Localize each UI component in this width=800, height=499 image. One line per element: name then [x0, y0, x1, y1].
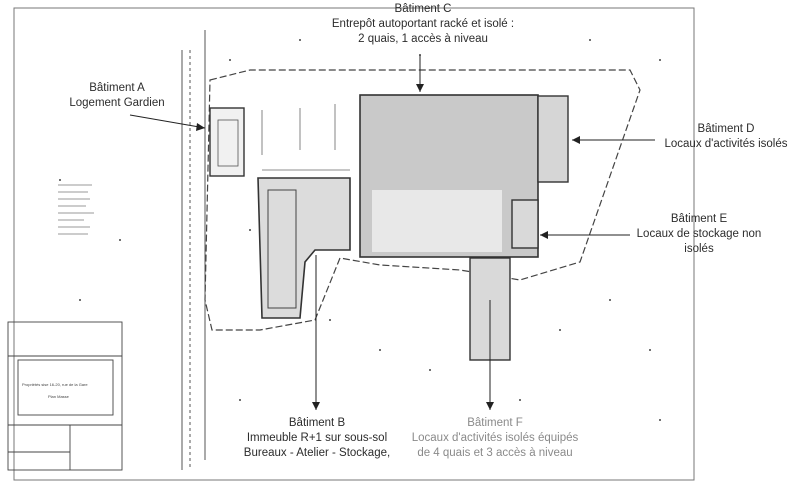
batiment-f-desc-1: Locaux d'activités isolés équipés: [411, 432, 579, 444]
title-block-project-line2: Plan Masse: [48, 394, 69, 399]
batiment-f-title: Bâtiment F: [467, 417, 523, 429]
batiment-c-desc-1: Entrepôt autoportant racké et isolé :: [331, 18, 515, 30]
legend-list: [58, 184, 94, 235]
building-c-light: [372, 190, 502, 252]
batiment-f-desc-2: de 4 quais et 3 accès à niveau: [417, 447, 573, 459]
parking-marks: [261, 104, 350, 171]
label-batiment-a: Bâtiment A Logement Gardien: [52, 81, 182, 111]
site-boundary: [204, 69, 641, 331]
survey-points: [59, 39, 661, 421]
road-lines: [181, 30, 206, 470]
building-b: [257, 177, 351, 319]
batiment-b-desc-2: Bureaux - Atelier - Stockage,: [243, 447, 391, 459]
label-batiment-b: Bâtiment B Immeuble R+1 sur sous-sol Bur…: [232, 416, 402, 461]
building-e: [511, 199, 539, 249]
label-batiment-d: Bâtiment D Locaux d'activités isolés: [656, 122, 796, 152]
building-b-inner: [267, 189, 297, 309]
batiment-e-desc-1: Locaux de stockage non: [636, 228, 762, 240]
title-block: [7, 321, 123, 471]
sheet-border: [13, 7, 695, 481]
label-batiment-f: Bâtiment F Locaux d'activités isolés équ…: [405, 416, 585, 461]
building-a-inner: [217, 119, 239, 167]
batiment-d-desc: Locaux d'activités isolés: [664, 138, 788, 150]
leader-lines: [129, 55, 655, 410]
batiment-e-desc-2: isolés: [684, 243, 714, 255]
batiment-c-title: Bâtiment C: [394, 3, 452, 15]
batiment-b-title: Bâtiment B: [288, 417, 346, 429]
batiment-c-desc-2: 2 quais, 1 accès à niveau: [358, 33, 488, 45]
title-block-project-line1: Propriétés sise 16-20, rue de la Gare: [22, 382, 88, 387]
batiment-e-title: Bâtiment E: [670, 213, 728, 225]
building-d: [537, 95, 569, 183]
batiment-d-title: Bâtiment D: [697, 123, 755, 135]
batiment-b-desc-1: Immeuble R+1 sur sous-sol: [246, 432, 388, 444]
batiment-a-desc: Logement Gardien: [69, 97, 165, 109]
label-batiment-c: Bâtiment C Entrepôt autoportant racké et…: [318, 2, 528, 47]
arrowheads: [196, 84, 580, 410]
label-batiment-e: Bâtiment E Locaux de stockage non isolés: [628, 212, 770, 257]
batiment-a-title: Bâtiment A: [89, 82, 145, 94]
